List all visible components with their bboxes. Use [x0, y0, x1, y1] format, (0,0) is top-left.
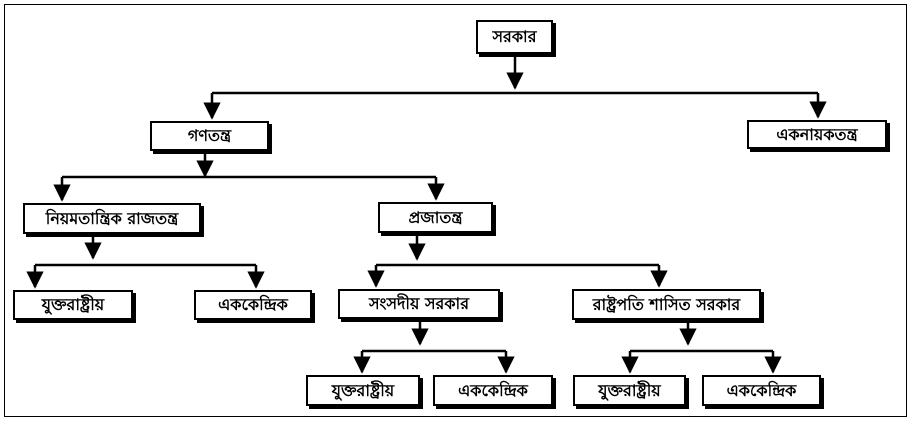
node-parl-federal: যুক্তরাষ্ট্রীয় [306, 375, 420, 406]
node-cm-federal: যুক্তরাষ্ট্রীয় [13, 290, 133, 320]
node-presidential: রাষ্ট্রপতি শাসিত সরকার [572, 289, 761, 320]
node-democracy: গণতন্ত্র [150, 121, 269, 151]
node-constitutional-monarchy: নিয়মতান্ত্রিক রাজতন্ত্র [23, 203, 201, 234]
node-pres-unitary: এককেন্দ্রিক [702, 375, 821, 406]
node-parliamentary: সংসদীয় সরকার [338, 289, 500, 319]
diagram-frame [4, 4, 907, 417]
node-government: সরকার [476, 20, 553, 54]
node-cm-unitary: এককেন্দ্রিক [194, 290, 312, 320]
node-dictatorship: একনায়কতন্ত্র [747, 120, 887, 149]
node-parl-unitary: এককেন্দ্রিক [433, 375, 553, 406]
node-pres-federal: যুক্তরাষ্ট্রীয় [573, 375, 686, 406]
node-republic: প্রজাতন্ত্র [378, 202, 493, 233]
